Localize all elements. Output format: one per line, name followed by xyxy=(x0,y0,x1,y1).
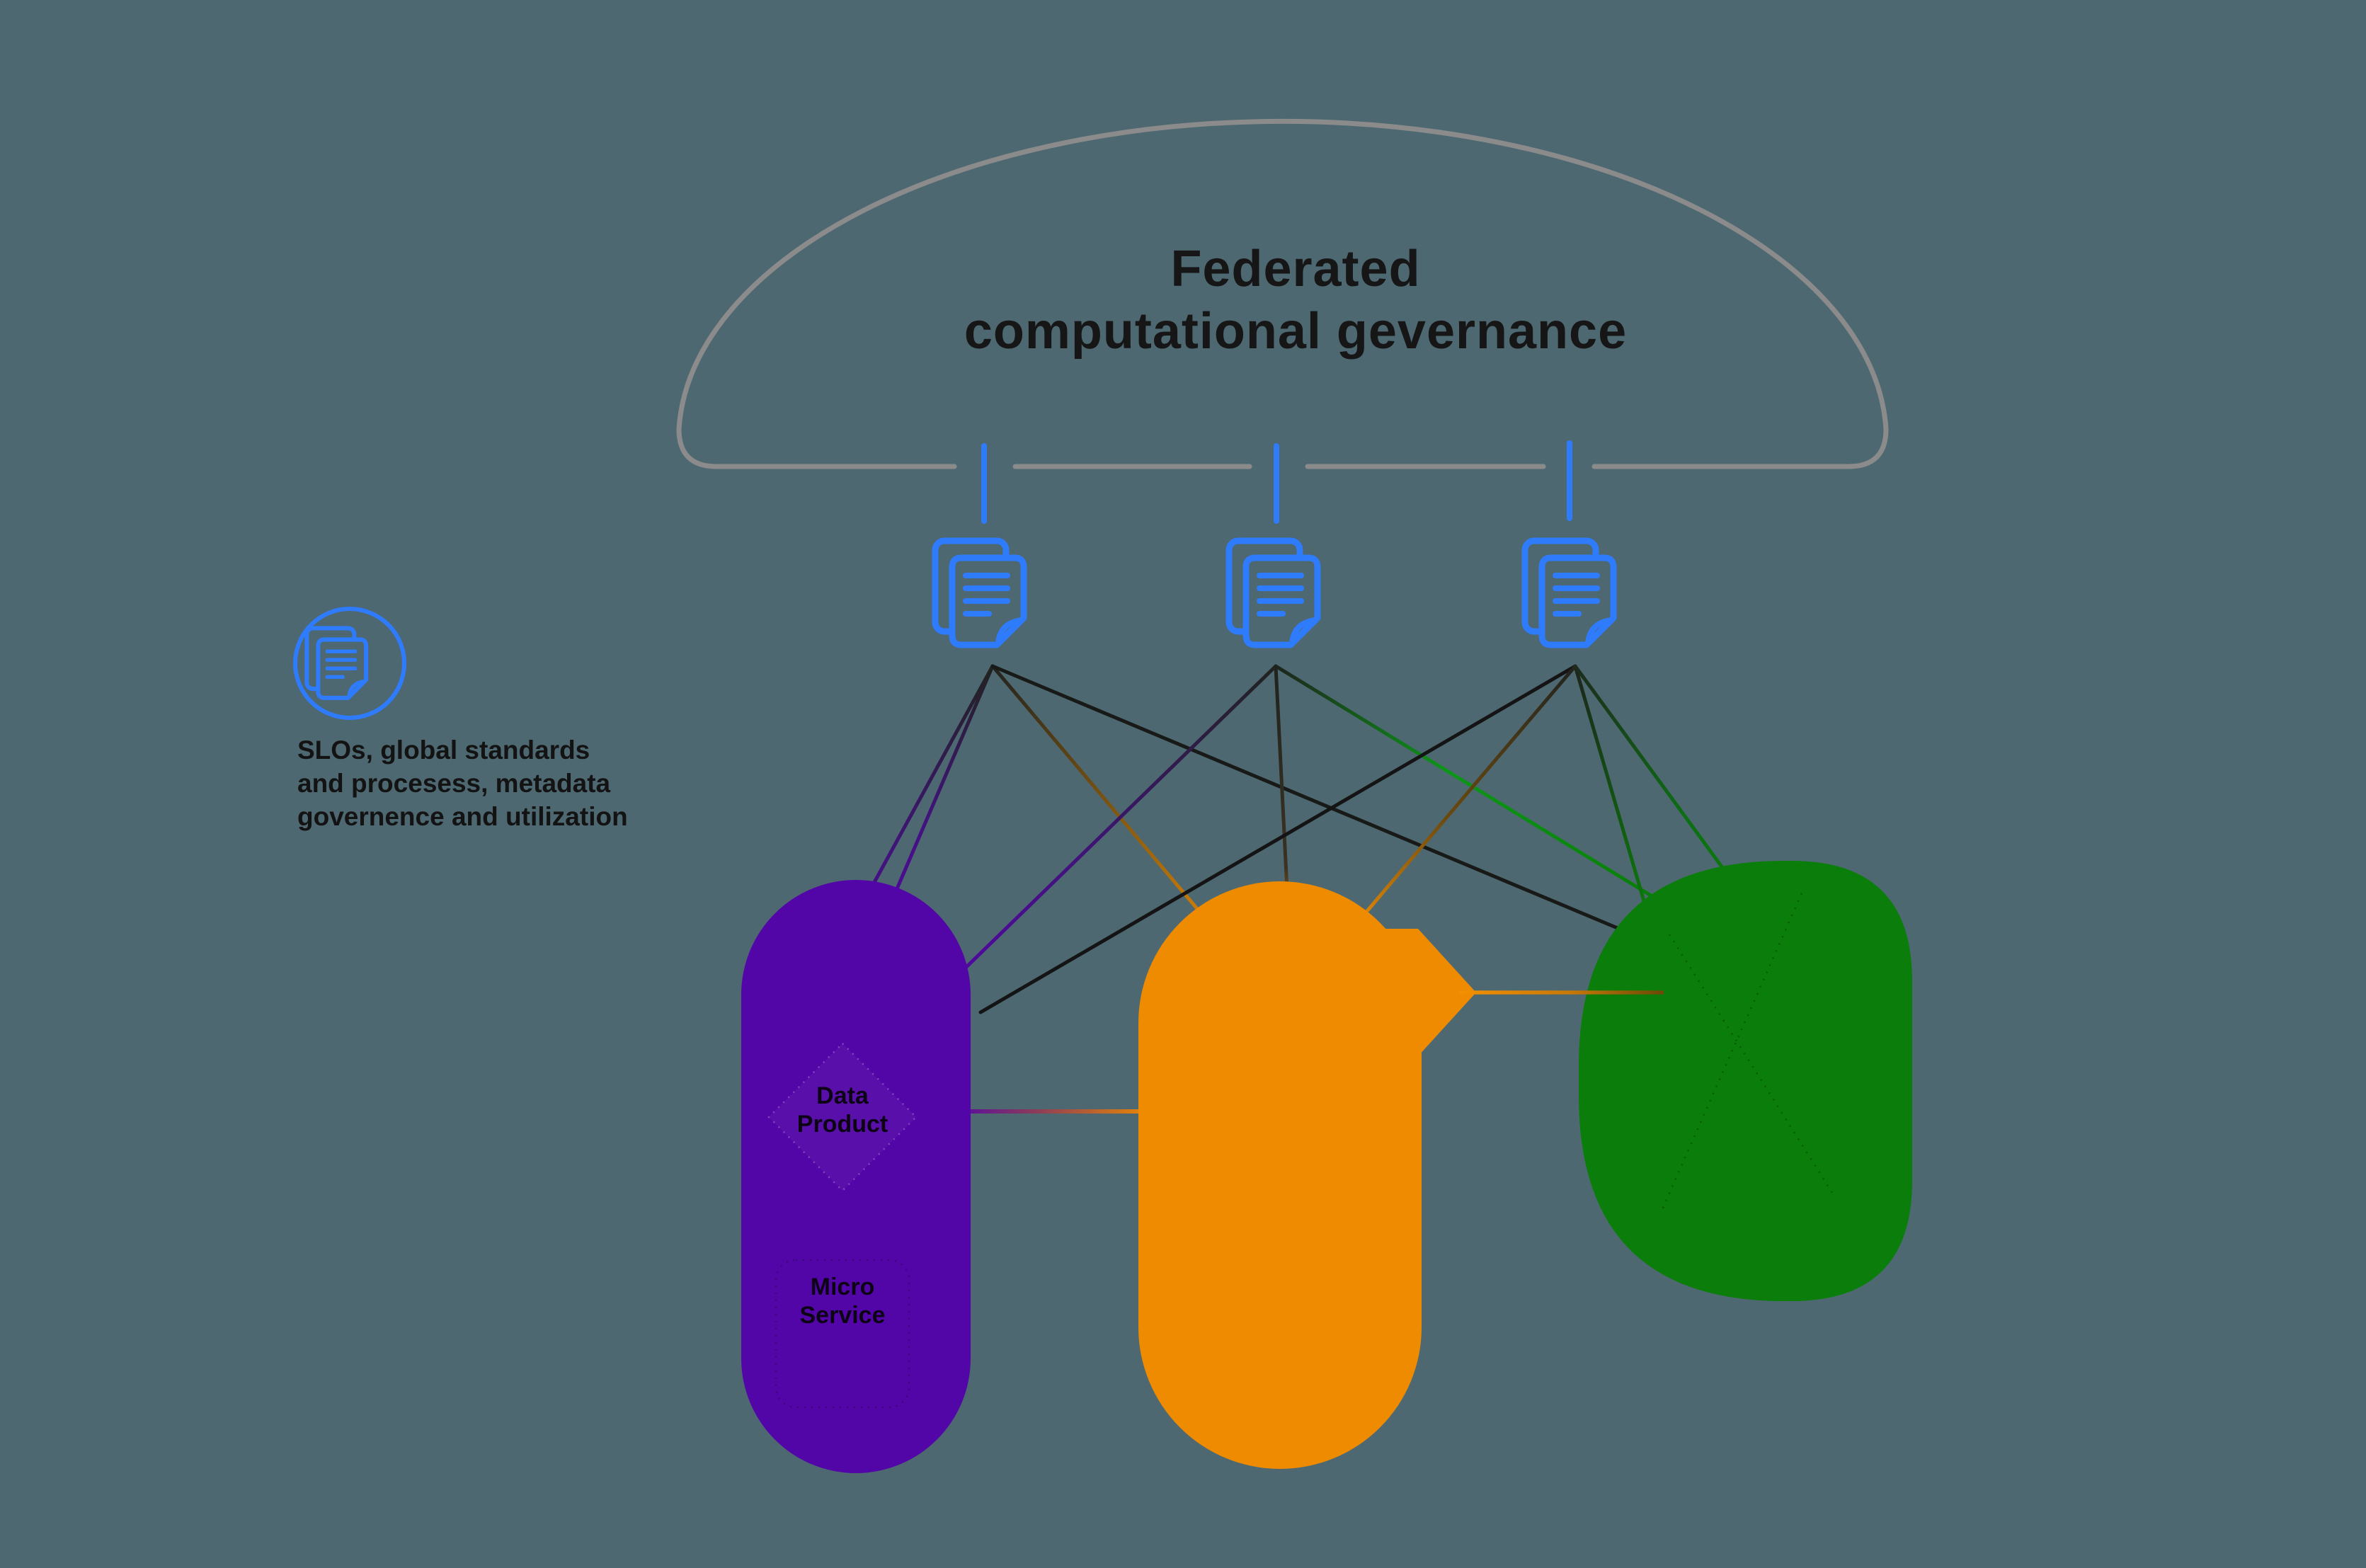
title-line-2: computational gevernance xyxy=(964,303,1628,360)
legend-caption-line-2: and procesess, metadata xyxy=(297,769,611,798)
data-product-blob xyxy=(741,880,971,1473)
orange-node-blob xyxy=(1138,881,1476,1469)
micro-service-label: Micro Service xyxy=(726,1273,959,1329)
data-product-label: Data Product xyxy=(726,1082,959,1138)
network-line xyxy=(1357,664,1577,922)
documents-icon xyxy=(1229,541,1318,645)
governance-dome-outline xyxy=(676,118,1889,469)
legend-caption-line-1: SLOs, global standards xyxy=(297,736,590,765)
network-line xyxy=(1274,664,1659,901)
green-node-blob xyxy=(1579,861,1912,1301)
micro-service-label-line-1: Micro xyxy=(810,1274,875,1300)
documents-icon xyxy=(1525,541,1613,645)
network-line xyxy=(939,664,1278,993)
diagram-title: Federated computational gevernance xyxy=(729,238,1862,362)
legend-caption-line-3: governence and utilization xyxy=(297,802,628,831)
network-line xyxy=(1573,664,1652,922)
data-product-diamond-outline xyxy=(767,1042,918,1192)
documents-icon xyxy=(307,628,366,697)
dome-to-doc-connectors xyxy=(981,440,1572,524)
orange-node-arrow xyxy=(1372,929,1476,1056)
micro-service-box-outline xyxy=(775,1259,910,1409)
legend-circle xyxy=(293,607,406,720)
network-line xyxy=(990,664,1652,944)
network-line xyxy=(990,664,1227,944)
data-product-label-line-1: Data xyxy=(816,1082,869,1109)
legend-caption: SLOs, global standards and procesess, me… xyxy=(297,733,835,833)
network-line xyxy=(978,664,1577,1014)
data-product-label-line-2: Product xyxy=(796,1111,888,1138)
governance-network-lines xyxy=(805,664,1758,1014)
documents-icon xyxy=(935,541,1024,645)
micro-service-label-line-2: Service xyxy=(799,1302,886,1329)
title-line-1: Federated xyxy=(1170,241,1421,297)
